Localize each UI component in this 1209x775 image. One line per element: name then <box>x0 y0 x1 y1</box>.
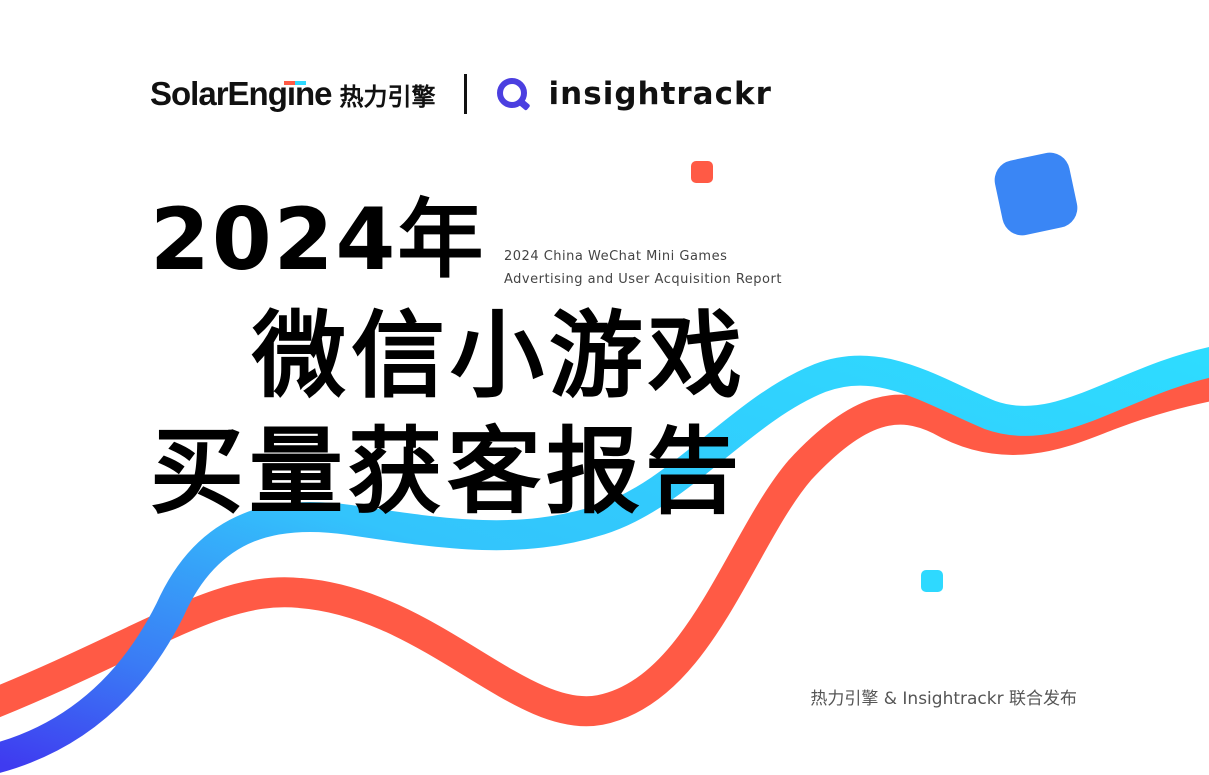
logo-divider <box>463 74 467 114</box>
title-line-2: 买量获客报告 <box>150 418 745 527</box>
english-subtitle: 2024 China WeChat Mini Games Advertising… <box>504 245 782 291</box>
subtitle-line-2: Advertising and User Acquisition Report <box>504 272 782 287</box>
publisher-note: 热力引擎 & Insightrackr 联合发布 <box>810 689 1077 709</box>
report-year: 2024年 <box>150 190 486 290</box>
color-bar-icon <box>284 81 306 85</box>
coral-wave <box>0 370 1209 727</box>
insightrackr-logo-text: insightrackr <box>548 76 772 112</box>
blue-wave <box>0 347 1209 773</box>
title-line-1: 微信小游戏 <box>252 302 748 411</box>
solarengine-cn-name: 热力引擎 <box>339 82 436 111</box>
coral-small-square <box>691 161 713 183</box>
header-logos: SolarEngine 热力引擎 insightrackr <box>150 66 772 122</box>
cyan-small-square <box>921 570 943 592</box>
subtitle-line-1: 2024 China WeChat Mini Games <box>504 249 728 264</box>
magnifier-q-icon <box>496 78 530 111</box>
